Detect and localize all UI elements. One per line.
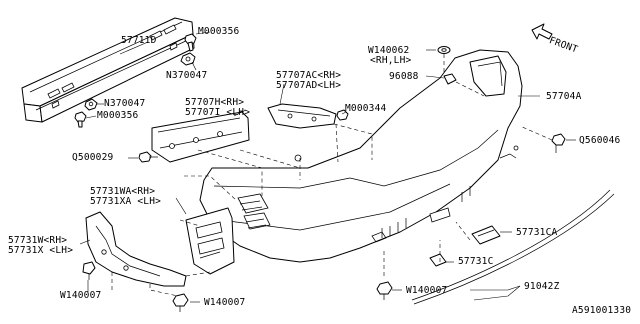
label-M000356-upper: M000356: [198, 26, 240, 37]
leader-lines: [79, 31, 576, 303]
diagram-id: A591001330: [572, 305, 632, 316]
nut-n370047-upper: [180, 52, 196, 66]
label-Q560046: Q560046: [579, 135, 621, 146]
air-guide-side: [185, 207, 235, 275]
bumper-bracket-upper: [267, 103, 337, 129]
clip-57731ca: [471, 225, 501, 245]
rear-bumper-face: [199, 49, 523, 263]
label-57731X: 57731X <LH>: [8, 245, 74, 256]
label-M000356-lower: M000356: [97, 110, 139, 121]
label-57707I: 57707I <LH>: [185, 107, 251, 118]
bumper-bracket-side: [151, 111, 250, 163]
label-rh-lh: <RH,LH>: [370, 55, 412, 66]
label-57707AC: 57707AC<RH>: [276, 70, 342, 81]
assembly-lines: [111, 54, 553, 297]
label-57731C: 57731C: [458, 256, 494, 267]
bolt-m000356-lower: [74, 111, 87, 128]
screw-q560046: [551, 133, 566, 153]
label-N370047-upper: N370047: [166, 70, 208, 81]
pad-96088: [443, 73, 457, 85]
label-57731WA: 57731WA<RH>: [90, 186, 156, 197]
clip-w140007-center: [376, 281, 393, 300]
protector-tape: [411, 189, 615, 305]
reinforcement-beam: [21, 17, 195, 123]
label-57704A: 57704A: [546, 91, 582, 102]
label-91042Z: 91042Z: [524, 281, 560, 292]
nut-bumper-center: [294, 154, 302, 162]
bolt-m000356-upper: [184, 33, 197, 52]
screw-q500029: [138, 151, 158, 163]
clip-w140007-bottom: [172, 293, 189, 312]
mud-guard: [85, 211, 187, 287]
front-arrow-icon: [531, 23, 553, 40]
label-57711D: 57711D: [121, 35, 157, 46]
label-96088: 96088: [389, 71, 419, 82]
fastener-w140062: [437, 46, 451, 54]
nut-n370047-lower: [84, 98, 98, 111]
label-W140007-center: W140007: [406, 285, 448, 296]
label-57707AD: 57707AD<LH>: [276, 80, 342, 91]
label-W140007-left: W140007: [60, 290, 102, 301]
label-N370047-lower: N370047: [104, 98, 146, 109]
label-57707H: 57707H<RH>: [185, 97, 245, 108]
label-W140007-bottom: W140007: [204, 297, 246, 308]
label-W140062: W140062: [368, 45, 410, 56]
clip-w140007-left: [82, 261, 96, 280]
clip-57731c: [429, 253, 447, 267]
label-57731CA: 57731CA: [516, 227, 558, 238]
label-57731XA: 57731XA <LH>: [90, 196, 162, 207]
label-M000344: M000344: [345, 103, 387, 114]
label-Q500029: Q500029: [72, 152, 114, 163]
label-57731W: 57731W<RH>: [8, 235, 68, 246]
